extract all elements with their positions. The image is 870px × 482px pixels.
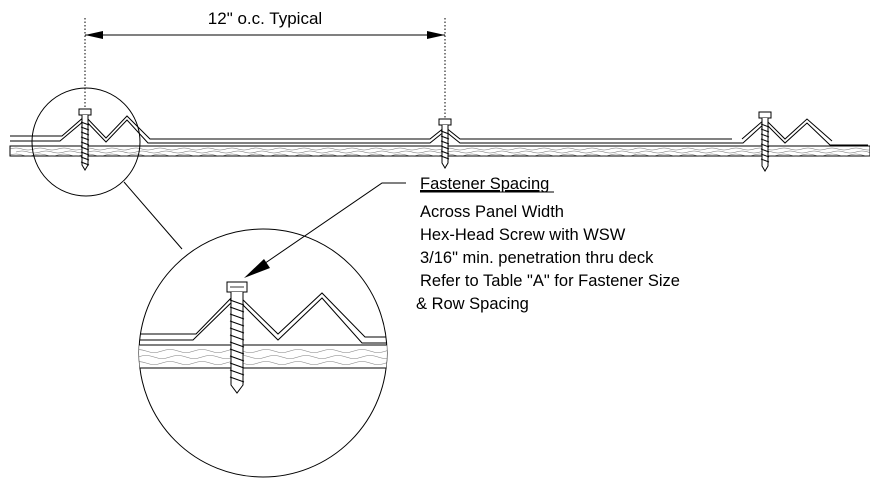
callout-line-5: & Row Spacing [416,295,529,313]
screw-threads [229,299,245,383]
callout-line-3: 3/16" min. penetration thru deck [420,249,654,267]
detail-wood-grain [139,349,387,365]
deck-board [9,145,870,157]
callout-leader [244,182,406,278]
deck-wood-grain [10,147,870,157]
fastener-left [78,108,92,171]
dimension-line [84,18,446,122]
detail-fastener [226,281,248,394]
dimension-arrow-right [427,31,445,39]
enlarged-detail [138,228,388,478]
callout-line-1: Across Panel Width [420,203,564,221]
callout-line-4: Refer to Table "A" for Fastener Size [420,272,680,290]
detail-reference-circle [31,87,183,250]
detail-metal-panel [139,292,387,344]
dimension-arrow-left [85,31,103,39]
dimension-label: 12" o.c. Typical [208,9,322,28]
detail-deck-board [139,344,387,369]
callout-line-2: Hex-Head Screw with WSW [420,226,626,244]
fastener-right [758,111,772,172]
callout-note: Fastener Spacing Across Panel Width Hex-… [416,175,680,313]
callout-title: Fastener Spacing [420,175,549,193]
roof-deck-elevation [9,108,870,172]
leader-arrowhead [244,259,270,278]
fastener-middle [438,118,452,169]
